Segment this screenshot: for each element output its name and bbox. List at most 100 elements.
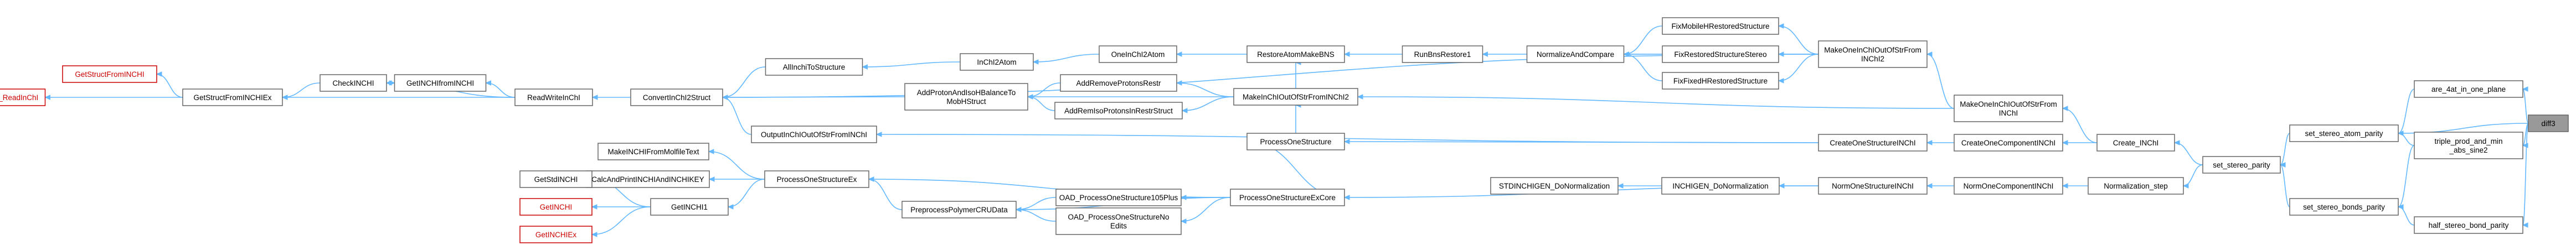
edge-preprocess-polymer-to-oad-noedits — [1016, 209, 1057, 222]
node-process-one-struct-excore[interactable]: ProcessOneStructureExCore — [1230, 189, 1345, 206]
node-check-inchi[interactable]: CheckINCHI — [320, 74, 387, 92]
node-fix-fixedh[interactable]: FixFixedHRestoredStructure — [1662, 72, 1779, 90]
node-box — [1954, 134, 2063, 152]
edge-make-inchi-molfile-to-process-one-struct-ex — [708, 151, 765, 180]
node-calc-and-print[interactable]: CalcAndPrintINCHIAndINCHIKEY — [586, 170, 710, 188]
node-create-one-struct[interactable]: CreateOneStructureINChI — [1818, 134, 1928, 152]
edge-half-stereo-to-diff3 — [2522, 123, 2529, 226]
node-box — [182, 88, 283, 106]
node-norm-one-comp[interactable]: NormOneComponentINChI — [1954, 177, 2063, 195]
node-stdinchigen-donorm[interactable]: STDINCHIGEN_DoNormalization — [1490, 177, 1619, 195]
node-label: OAD_ProcessOneStructureNo — [1068, 213, 1169, 221]
node-ixa-mol[interactable]: IXA_MOL_ReadInChI — [0, 88, 46, 106]
edge-arrowhead — [1015, 207, 1022, 212]
edge-arrowhead — [1027, 94, 1033, 100]
node-box — [765, 58, 863, 76]
node-get-inchi1[interactable]: GetINCHI1 — [650, 198, 729, 216]
node-process-one-struct-ex[interactable]: ProcessOneStructureEx — [764, 170, 869, 188]
node-add-remove-protons[interactable]: AddRemoveProtonsRestr — [1060, 74, 1177, 92]
edge-create-inchi-to-set-stereo-parity — [2174, 142, 2203, 165]
edge-are-4at-to-diff3 — [2522, 88, 2529, 124]
node-triple-prod[interactable]: triple_prod_and_min_abs_sine2 — [2414, 132, 2523, 159]
node-label: GetStdINCHI — [534, 175, 578, 184]
edge-get-struct-to-get-struct-ex — [156, 74, 183, 98]
node-get-std-inchi[interactable]: GetStdINCHI — [519, 170, 593, 188]
node-make-inchi-outof-str[interactable]: MakeInChIOutOfStrFromINChI2 — [1233, 88, 1358, 106]
node-label: Normalization_step — [2104, 182, 2168, 190]
node-box — [1233, 88, 1358, 106]
node-half-stereo[interactable]: half_stereo_bond_parity — [2414, 216, 2523, 234]
node-label: Create_INChI — [2113, 139, 2159, 147]
edge-get-inchi-ex-to-get-inchi1 — [591, 206, 651, 235]
edge-arrowhead — [868, 176, 874, 182]
node-inchigen-donorm[interactable]: INCHIGEN_DoNormalization — [1661, 177, 1780, 195]
node-make-inchi-molfile[interactable]: MakeINCHIFromMolfileText — [597, 143, 709, 160]
edge-arrowhead — [1343, 51, 1350, 57]
node-fix-mobileh[interactable]: FixMobileHRestoredStructure — [1662, 17, 1779, 35]
node-label: ReadWriteInChI — [527, 93, 580, 102]
node-read-write-inchi[interactable]: ReadWriteInChI — [514, 88, 593, 106]
node-box — [2528, 114, 2569, 132]
edge-arrowhead — [1343, 139, 1350, 144]
node-outputinchi-outof[interactable]: OutputInChIOutOfStrFromINChI — [751, 126, 877, 143]
node-allinchi-to-struct[interactable]: AllInchiToStructure — [765, 58, 863, 76]
node-box — [1662, 72, 1779, 90]
node-process-one-struct[interactable]: ProcessOneStructure — [1246, 133, 1345, 150]
node-box — [1246, 45, 1345, 63]
edge-arrowhead — [722, 95, 728, 100]
node-set-atom-parity[interactable]: set_stereo_atom_parity — [2289, 124, 2399, 142]
edge-arrowhead — [875, 132, 882, 137]
node-oad-105plus[interactable]: OAD_ProcessOneStructure105Plus — [1055, 189, 1182, 206]
node-get-inchi-ex[interactable]: GetINCHIEx — [519, 226, 593, 243]
node-label: OutputInChIOutOfStrFromINChI — [761, 131, 867, 139]
node-norm-one-struct[interactable]: NormOneStructureINChI — [1818, 177, 1928, 195]
node-add-remove-isoprotons[interactable]: AddRemIsoProtonsInRestrStruct — [1054, 102, 1183, 119]
node-box — [586, 170, 710, 188]
node-label: INChI2 — [1861, 55, 1884, 63]
node-label: CreateOneStructureINChI — [1830, 139, 1915, 147]
node-fix-restored-stereo[interactable]: FixRestoredStructureStereo — [1662, 45, 1779, 63]
node-label: GetINCHIEx — [535, 231, 577, 239]
node-set-stereo-parity[interactable]: set_stereo_parity — [2202, 156, 2281, 174]
node-box — [901, 201, 1017, 218]
node-run-bns-restore[interactable]: RunBnsRestore1 — [1402, 45, 1483, 63]
node-preprocess-polymer[interactable]: PreprocessPolymerCRUData — [901, 201, 1017, 218]
node-box — [1060, 74, 1177, 92]
node-box — [2414, 132, 2523, 159]
node-are-4at[interactable]: are_4at_in_one_plane — [2414, 80, 2523, 98]
edge-set-bonds-parity-to-half-stereo — [2398, 206, 2415, 226]
node-get-inchi[interactable]: GetINCHI — [519, 198, 593, 216]
node-box — [650, 198, 729, 216]
node-one-inchi2atom[interactable]: OneInChI2Atom — [1099, 45, 1177, 63]
node-get-struct[interactable]: GetStructFromINCHI — [62, 65, 157, 83]
node-diff3[interactable]: diff3 — [2528, 114, 2569, 132]
edge-arrowhead — [485, 80, 491, 86]
node-convert-inchi2struct[interactable]: ConvertInChI2Struct — [630, 88, 723, 106]
node-box — [320, 74, 387, 92]
node-box — [960, 53, 1034, 71]
node-set-bonds-parity[interactable]: set_stereo_bonds_parity — [2289, 198, 2399, 216]
node-box — [2202, 156, 2281, 174]
node-label: ProcessOneStructureExCore — [1239, 194, 1336, 202]
node-normalize-compare[interactable]: NormalizeAndCompare — [1526, 45, 1625, 63]
node-label: MakeInChIOutOfStrFromINChI2 — [1243, 93, 1349, 101]
node-box — [597, 143, 709, 160]
node-restore-atom[interactable]: RestoreAtomMakeBNS — [1246, 45, 1345, 63]
node-create-inchi[interactable]: Create_INChI — [2096, 134, 2175, 152]
node-inchi2atom[interactable]: InChI2Atom — [960, 53, 1034, 71]
node-get-struct-ex[interactable]: GetStructFromINCHIEx — [182, 88, 283, 106]
edge-normalize-compare-to-fix-mobileh — [1624, 25, 1663, 55]
node-normalization-step[interactable]: Normalization_step — [2088, 177, 2184, 195]
edge-set-stereo-parity-to-set-bonds-parity — [2280, 164, 2290, 207]
node-box — [1054, 102, 1183, 119]
edge-make-inchi-out2-to-make-inchi-out — [1926, 54, 1955, 109]
node-get-inchi-from-inchi[interactable]: GetINCHIfromINCHI — [394, 74, 487, 92]
node-box — [1818, 40, 1928, 68]
node-label: FixFixedHRestoredStructure — [1673, 77, 1768, 85]
node-create-one-comp[interactable]: CreateOneComponentINChI — [1954, 134, 2063, 152]
